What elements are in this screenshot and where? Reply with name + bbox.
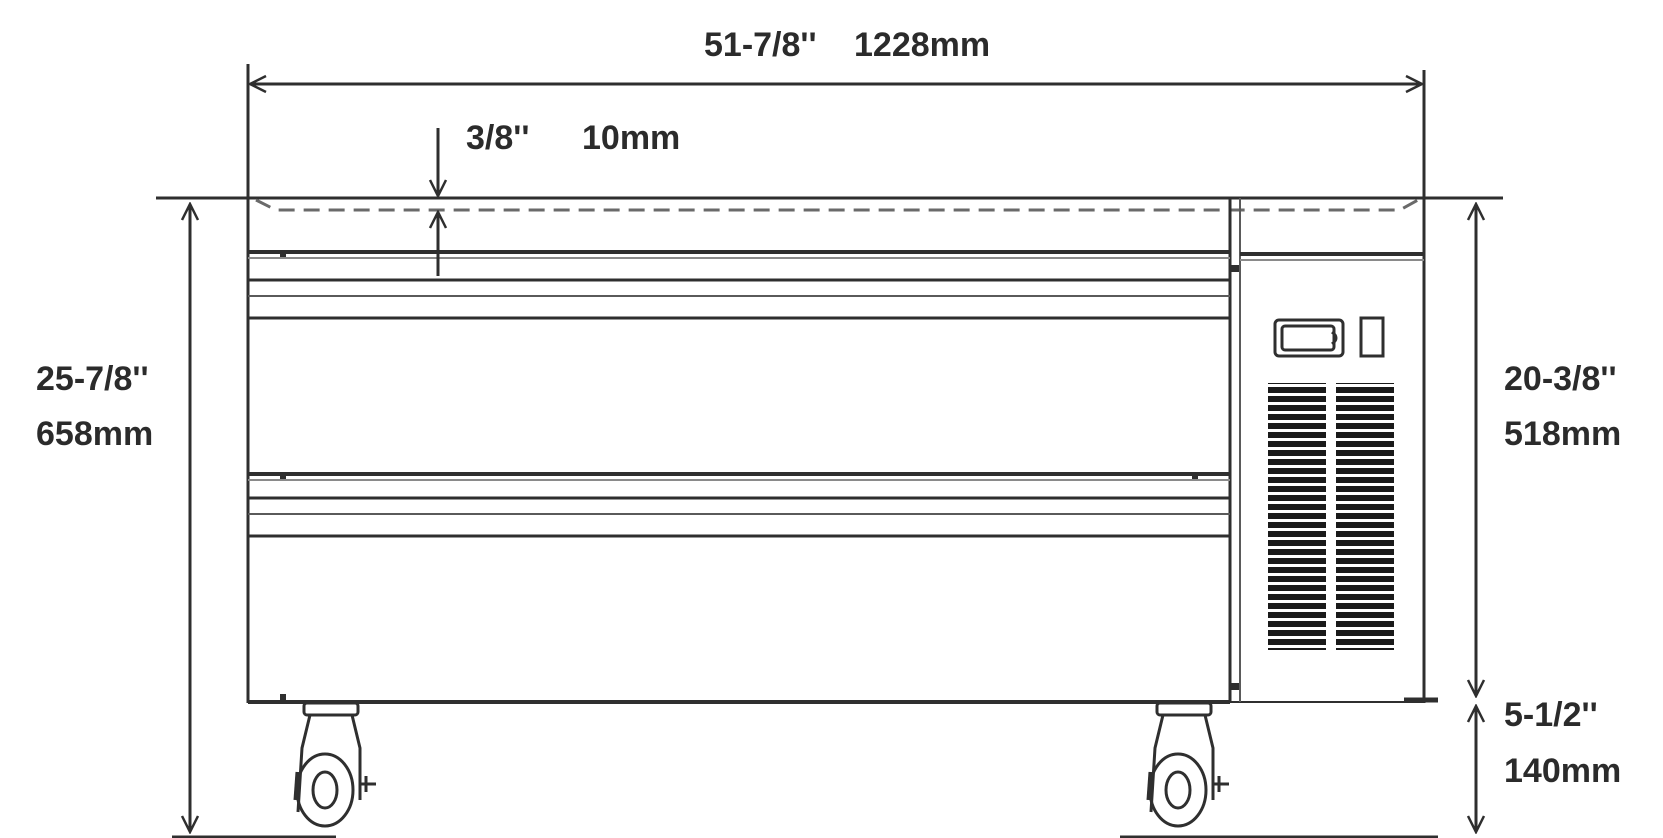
- overall-height-metric: 658mm: [36, 415, 153, 453]
- drawer-lower-bottom-screw: [280, 694, 286, 700]
- caster-right: [1146, 701, 1229, 828]
- caster-height-metric: 140mm: [1504, 752, 1621, 790]
- dimension-overall-width: 51-7/8'' 1228mm: [246, 26, 1426, 198]
- dimension-top-lip: 3/8'' 10mm: [438, 119, 680, 276]
- caster-left-mount: [302, 701, 360, 717]
- dimension-cabinet-height: 20-3/8'' 518mm: [1476, 204, 1621, 696]
- divider-screw-top: [1231, 265, 1239, 272]
- power-switch: [1359, 316, 1385, 358]
- top-lip-imperial: 3/8'': [466, 119, 529, 157]
- dimension-caster-height: 5-1/2'' 140mm: [1476, 696, 1621, 832]
- caster-right-wheel: [1148, 752, 1208, 828]
- divider-screw-bottom: [1231, 683, 1239, 690]
- overall-height-imperial: 25-7/8'': [36, 360, 149, 398]
- cabinet-height-metric: 518mm: [1504, 415, 1621, 453]
- top-lip-metric: 10mm: [582, 119, 680, 157]
- digital-display: [1273, 318, 1345, 358]
- caster-left-wheel: [295, 752, 355, 828]
- caster-right-mount: [1155, 701, 1213, 717]
- overall-width-imperial: 51-7/8'': [704, 26, 817, 64]
- louvered-vent-icon: [1268, 383, 1394, 650]
- display-and-switch-icon: [1273, 316, 1385, 358]
- drawer-upper-screw: [280, 251, 286, 257]
- drawer-upper: [248, 250, 1230, 320]
- cabinet-body: [156, 196, 1503, 704]
- drawer-lower-screw-left: [280, 473, 286, 479]
- dimension-overall-height: 25-7/8'' 658mm: [36, 204, 190, 832]
- cabinet-height-imperial: 20-3/8'': [1504, 360, 1617, 398]
- vent-right: [1336, 383, 1394, 650]
- overall-width-metric: 1228mm: [854, 26, 990, 64]
- drawer-lower: [248, 472, 1230, 700]
- caster-height-imperial: 5-1/2'': [1504, 696, 1598, 734]
- drawer-lower-screw-right: [1192, 473, 1198, 479]
- top-lip-dashed-line: [255, 198, 1419, 212]
- vent-left: [1268, 383, 1326, 650]
- caster-left: [293, 701, 376, 828]
